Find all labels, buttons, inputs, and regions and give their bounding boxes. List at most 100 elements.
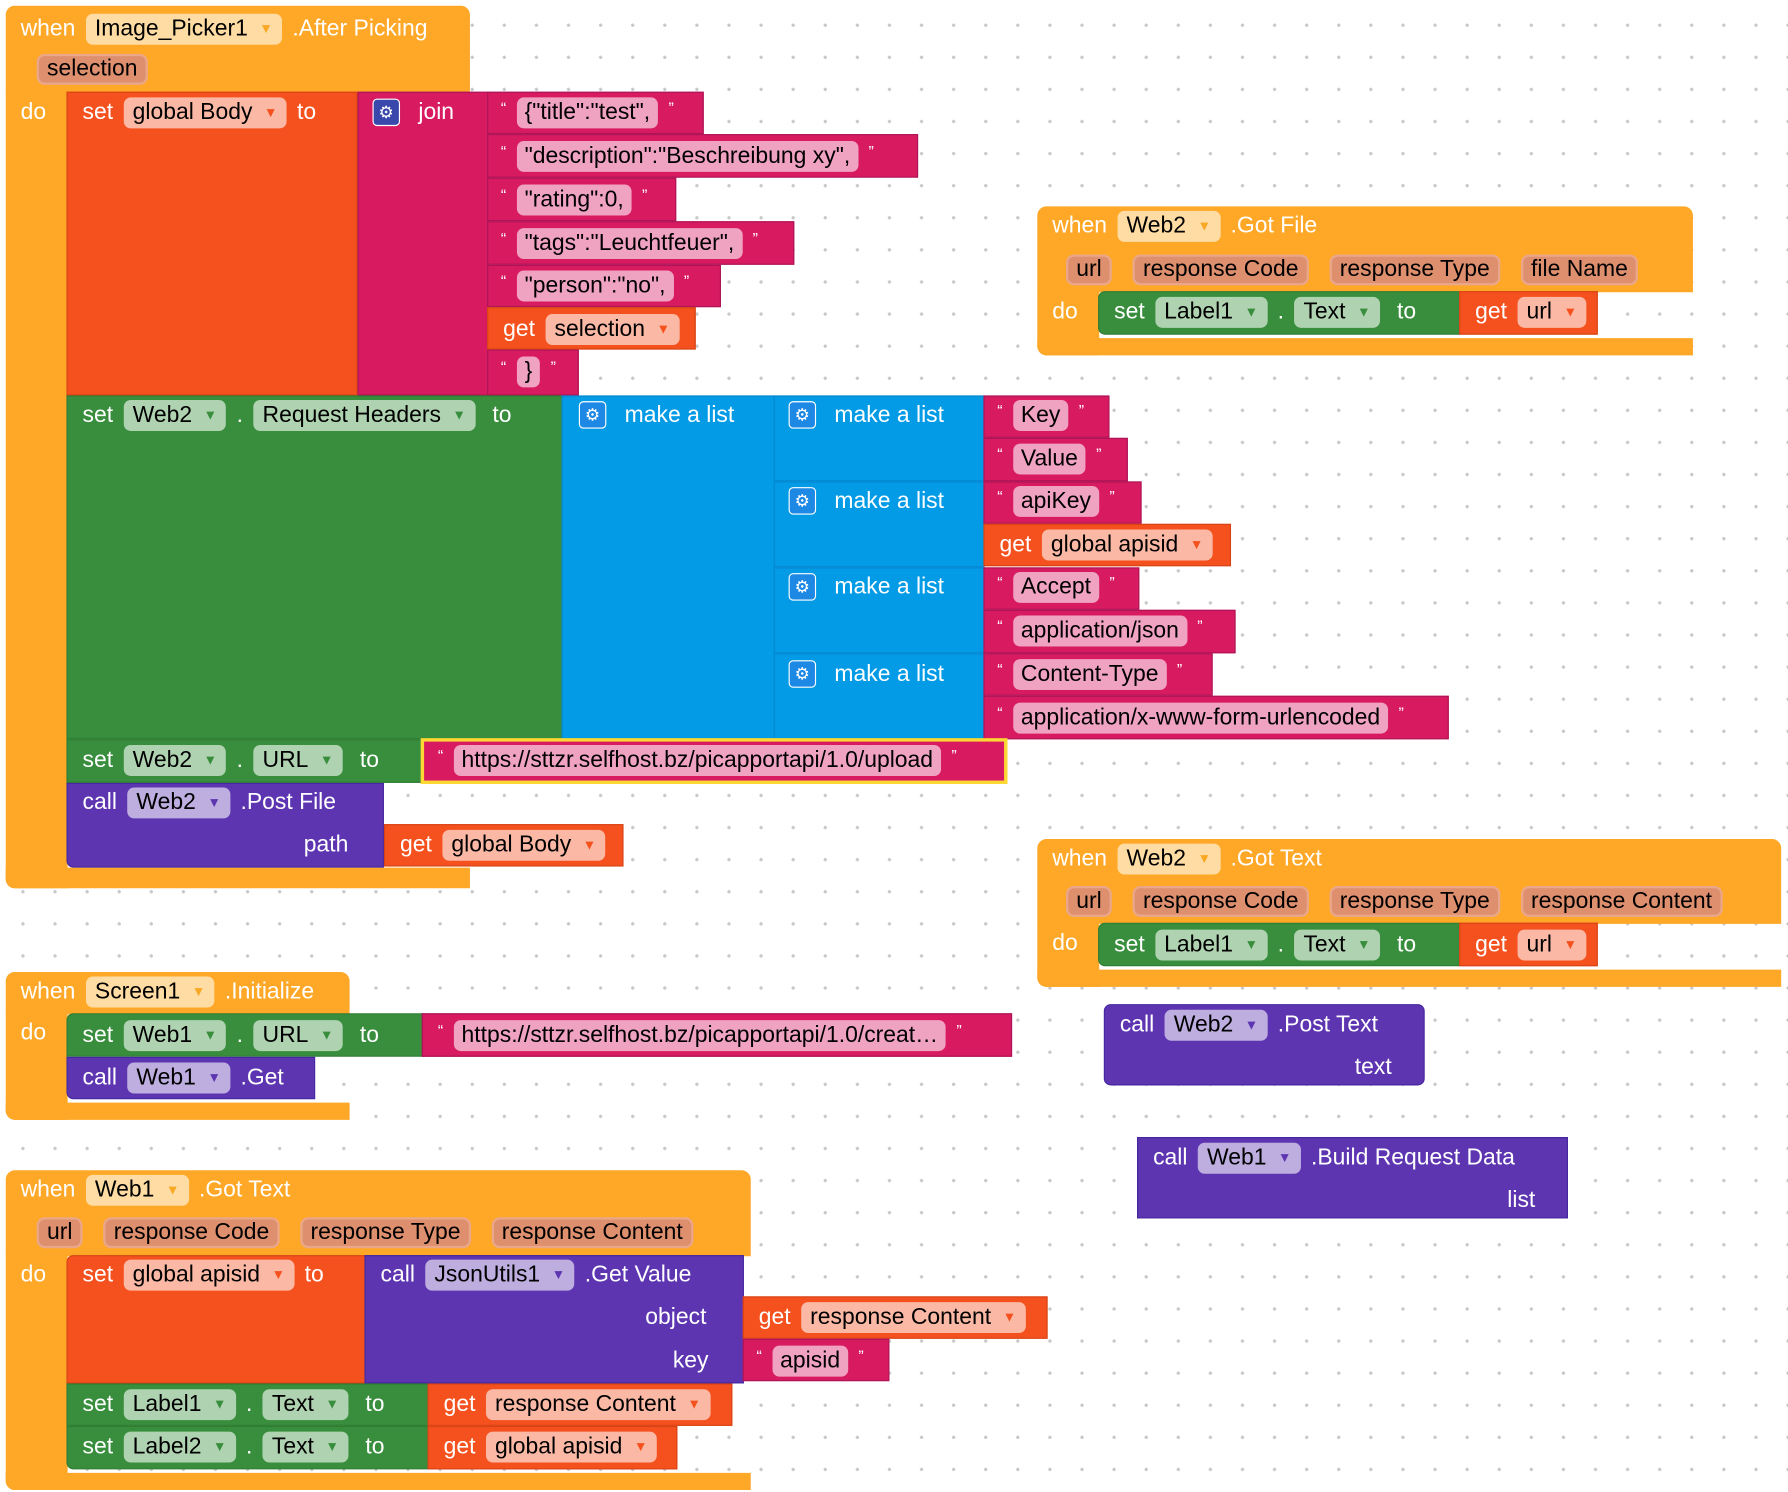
param-response-code[interactable]: response Code bbox=[103, 1216, 280, 1248]
component-dropdown[interactable]: Web2▼ bbox=[123, 744, 227, 776]
set-request-headers-block[interactable] bbox=[66, 395, 563, 740]
open-quote: “ bbox=[997, 487, 1003, 506]
variable-dropdown[interactable]: url▼ bbox=[1517, 296, 1587, 328]
gear-icon[interactable]: ⚙ bbox=[372, 98, 401, 127]
component-dropdown[interactable]: Screen1▼ bbox=[85, 975, 215, 1007]
dropdown-arrow-icon: ▼ bbox=[1356, 935, 1371, 952]
text-value[interactable]: "description":"Beschreibung xy", bbox=[516, 140, 859, 172]
text-value[interactable]: https://sttzr.selfhost.bz/picapportapi/1… bbox=[453, 744, 942, 776]
dropdown-arrow-icon: ▼ bbox=[687, 1395, 702, 1412]
variable-dropdown[interactable]: global apisid▼ bbox=[1041, 528, 1213, 560]
close-quote: ” bbox=[1176, 660, 1183, 679]
param-response-content[interactable]: response Content bbox=[491, 1216, 694, 1248]
param-url[interactable]: url bbox=[1065, 253, 1113, 285]
set-global-body-block[interactable] bbox=[66, 91, 358, 396]
text-value[interactable]: "rating":0, bbox=[516, 183, 632, 215]
get-label: get bbox=[1475, 931, 1508, 957]
text-value[interactable]: Content-Type bbox=[1012, 658, 1167, 690]
dropdown-arrow-icon: ▼ bbox=[1197, 849, 1212, 866]
component-dropdown[interactable]: Web2 ▼ bbox=[1117, 843, 1221, 874]
text-value[interactable]: "person":"no", bbox=[516, 269, 674, 301]
get-label: get bbox=[443, 1390, 476, 1417]
to-label: to bbox=[304, 1261, 324, 1287]
text-value[interactable]: https://sttzr.selfhost.bz/picapportapi/1… bbox=[453, 1019, 947, 1051]
text-value[interactable]: {"title":"test", bbox=[516, 96, 659, 128]
component-dropdown[interactable]: Image_Picker1▼ bbox=[85, 13, 283, 45]
property-dropdown[interactable]: Text▼ bbox=[262, 1388, 349, 1420]
variable-dropdown[interactable]: global Body▼ bbox=[442, 829, 606, 861]
component-name: Web1 bbox=[132, 1021, 193, 1048]
component-dropdown[interactable]: Label1▼ bbox=[123, 1388, 236, 1420]
component-dropdown[interactable]: Web1▼ bbox=[1197, 1142, 1301, 1174]
component-name: Web1 bbox=[94, 1176, 155, 1202]
dot: . bbox=[246, 1390, 253, 1417]
variable-dropdown[interactable]: response Content▼ bbox=[800, 1301, 1026, 1333]
param-selection[interactable]: selection bbox=[36, 53, 148, 85]
variable-name: global Body bbox=[451, 831, 572, 857]
property-dropdown[interactable]: URL▼ bbox=[253, 1019, 343, 1051]
component-dropdown[interactable]: Web2▼ bbox=[1117, 210, 1221, 242]
variable-dropdown[interactable]: url▼ bbox=[1517, 928, 1587, 960]
set-label: set bbox=[82, 401, 114, 427]
do-label: do bbox=[20, 1019, 47, 1045]
component-dropdown[interactable]: Web1▼ bbox=[85, 1174, 189, 1206]
gear-icon[interactable]: ⚙ bbox=[578, 401, 607, 429]
component-dropdown[interactable]: Label2▼ bbox=[123, 1431, 236, 1462]
param-response-code[interactable]: response Code bbox=[1132, 253, 1309, 285]
param-response-code[interactable]: response Code bbox=[1132, 885, 1309, 917]
param-response-type[interactable]: response Type bbox=[300, 1216, 471, 1248]
text-value[interactable]: Accept bbox=[1012, 571, 1100, 603]
component-dropdown[interactable]: Web2▼ bbox=[127, 786, 231, 818]
variable-name: global apisid bbox=[132, 1261, 261, 1287]
text-value[interactable]: apiKey bbox=[1012, 485, 1100, 517]
text-value[interactable]: Value bbox=[1012, 443, 1086, 474]
param-url[interactable]: url bbox=[1065, 885, 1113, 917]
close-quote: ” bbox=[1197, 616, 1203, 635]
property-dropdown[interactable]: Text▼ bbox=[1294, 928, 1380, 960]
component-dropdown[interactable]: JsonUtils1▼ bbox=[425, 1259, 575, 1291]
param-file-name[interactable]: file Name bbox=[1520, 253, 1639, 285]
component-dropdown[interactable]: Web2▼ bbox=[1164, 1009, 1268, 1041]
text-value[interactable]: apisid bbox=[772, 1345, 849, 1377]
param-response-type[interactable]: response Type bbox=[1329, 253, 1501, 285]
text-value[interactable]: Key bbox=[1012, 399, 1069, 431]
variable-dropdown[interactable]: response Content▼ bbox=[485, 1388, 711, 1420]
variable-dropdown[interactable]: global Body▼ bbox=[123, 96, 287, 128]
property-dropdown[interactable]: URL▼ bbox=[253, 744, 343, 776]
gear-icon[interactable]: ⚙ bbox=[788, 401, 817, 429]
component-name: Label1 bbox=[1164, 298, 1234, 324]
when-label: when bbox=[20, 1176, 76, 1202]
variable-dropdown[interactable]: global apisid▼ bbox=[485, 1431, 657, 1462]
param-url[interactable]: url bbox=[36, 1216, 83, 1248]
property-dropdown[interactable]: Request Headers▼ bbox=[253, 399, 476, 431]
text-value[interactable]: "tags":"Leuchtfeuer", bbox=[516, 227, 743, 259]
component-name: Web2 bbox=[1126, 845, 1186, 871]
component-dropdown[interactable]: Web2▼ bbox=[123, 399, 227, 431]
join-block[interactable] bbox=[357, 91, 489, 396]
text-value[interactable]: application/x-www-form-urlencoded bbox=[1012, 702, 1389, 733]
component-dropdown[interactable]: Web1▼ bbox=[123, 1019, 227, 1051]
gear-icon[interactable]: ⚙ bbox=[788, 573, 817, 601]
component-dropdown[interactable]: Web1▼ bbox=[127, 1061, 231, 1093]
property-dropdown[interactable]: Text▼ bbox=[262, 1431, 349, 1462]
set-label: set bbox=[82, 1433, 114, 1459]
make-a-list-block[interactable] bbox=[561, 395, 775, 740]
component-dropdown[interactable]: Label1▼ bbox=[1155, 928, 1268, 960]
open-quote: “ bbox=[500, 142, 507, 161]
variable-name: url bbox=[1526, 298, 1553, 324]
text-value[interactable]: application/json bbox=[1012, 614, 1187, 646]
text-value[interactable]: } bbox=[516, 355, 541, 387]
dot: . bbox=[236, 746, 244, 772]
variable-dropdown[interactable]: selection▼ bbox=[545, 313, 680, 345]
gear-icon[interactable]: ⚙ bbox=[788, 660, 817, 688]
component-dropdown[interactable]: Label1▼ bbox=[1155, 296, 1268, 328]
join-label: join bbox=[418, 99, 455, 125]
param-response-type[interactable]: response Type bbox=[1329, 885, 1501, 917]
event-name: .Initialize bbox=[224, 978, 315, 1004]
gear-icon[interactable]: ⚙ bbox=[788, 487, 817, 515]
do-label: do bbox=[1052, 930, 1078, 956]
variable-dropdown[interactable]: global apisid▼ bbox=[123, 1259, 295, 1291]
param-response-content[interactable]: response Content bbox=[1520, 885, 1723, 917]
property-dropdown[interactable]: Text▼ bbox=[1294, 296, 1380, 328]
